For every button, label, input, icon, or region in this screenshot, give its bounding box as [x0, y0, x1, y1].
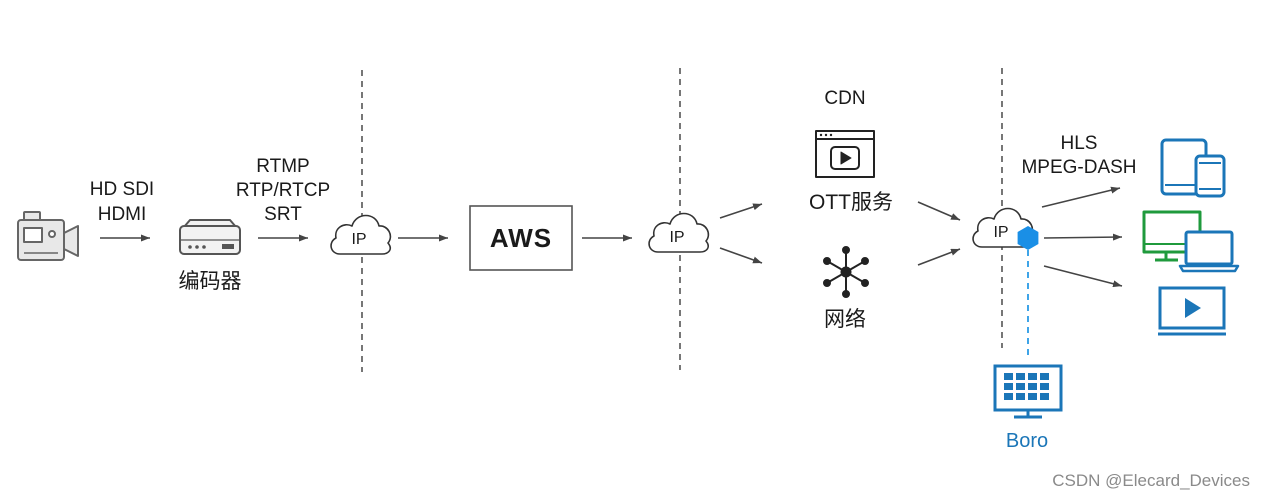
- ott-player-icon: [815, 130, 875, 178]
- boro-label: Boro: [1006, 430, 1048, 452]
- protocol-label-srt: SRT: [264, 204, 302, 225]
- arrow-cloud-tv: [1043, 265, 1123, 288]
- cloud-icon: [648, 212, 710, 253]
- encoder-label: 编码器: [179, 270, 242, 293]
- desktop-laptop-icon: [1142, 210, 1240, 273]
- ott-label: OTT服务: [809, 191, 893, 214]
- cloud-label-1: IP: [351, 231, 366, 248]
- cloud-label-3: IP: [993, 224, 1008, 241]
- cloud-label-2: IP: [669, 229, 684, 246]
- hexagon-probe-icon: [1017, 226, 1039, 250]
- aws-label: AWS: [490, 223, 552, 253]
- cloud-icon: [330, 214, 392, 255]
- arrow-ott-cloud: [917, 201, 961, 221]
- protocol-label-rtmp: RTMP: [256, 156, 309, 177]
- arrow-cloud-mobile: [1041, 186, 1121, 208]
- tablet-phone-icon: [1160, 138, 1226, 198]
- arrow-cloud-desktop: [1043, 233, 1123, 241]
- network-icon: [823, 246, 869, 298]
- arrow-cloud-network: [719, 247, 763, 264]
- network-label: 网络: [824, 308, 866, 331]
- arrow-network-cloud: [917, 248, 961, 266]
- arrow-cloud-cdn: [719, 203, 763, 219]
- camera-icon: [17, 211, 79, 261]
- camera-output-label-1: HD SDI: [90, 179, 154, 200]
- delivery-label-dash: MPEG-DASH: [1021, 157, 1136, 178]
- tv-play-icon: [1158, 286, 1226, 336]
- cdn-label: CDN: [824, 88, 865, 109]
- boro-monitor-icon: [993, 364, 1063, 419]
- encoder-icon: [179, 219, 241, 255]
- watermark-text: CSDN @Elecard_Devices: [1052, 471, 1250, 490]
- delivery-label-hls: HLS: [1061, 133, 1098, 154]
- aws-box: [469, 205, 573, 271]
- protocol-label-rtp: RTP/RTCP: [236, 180, 330, 201]
- camera-output-label-2: HDMI: [98, 204, 147, 225]
